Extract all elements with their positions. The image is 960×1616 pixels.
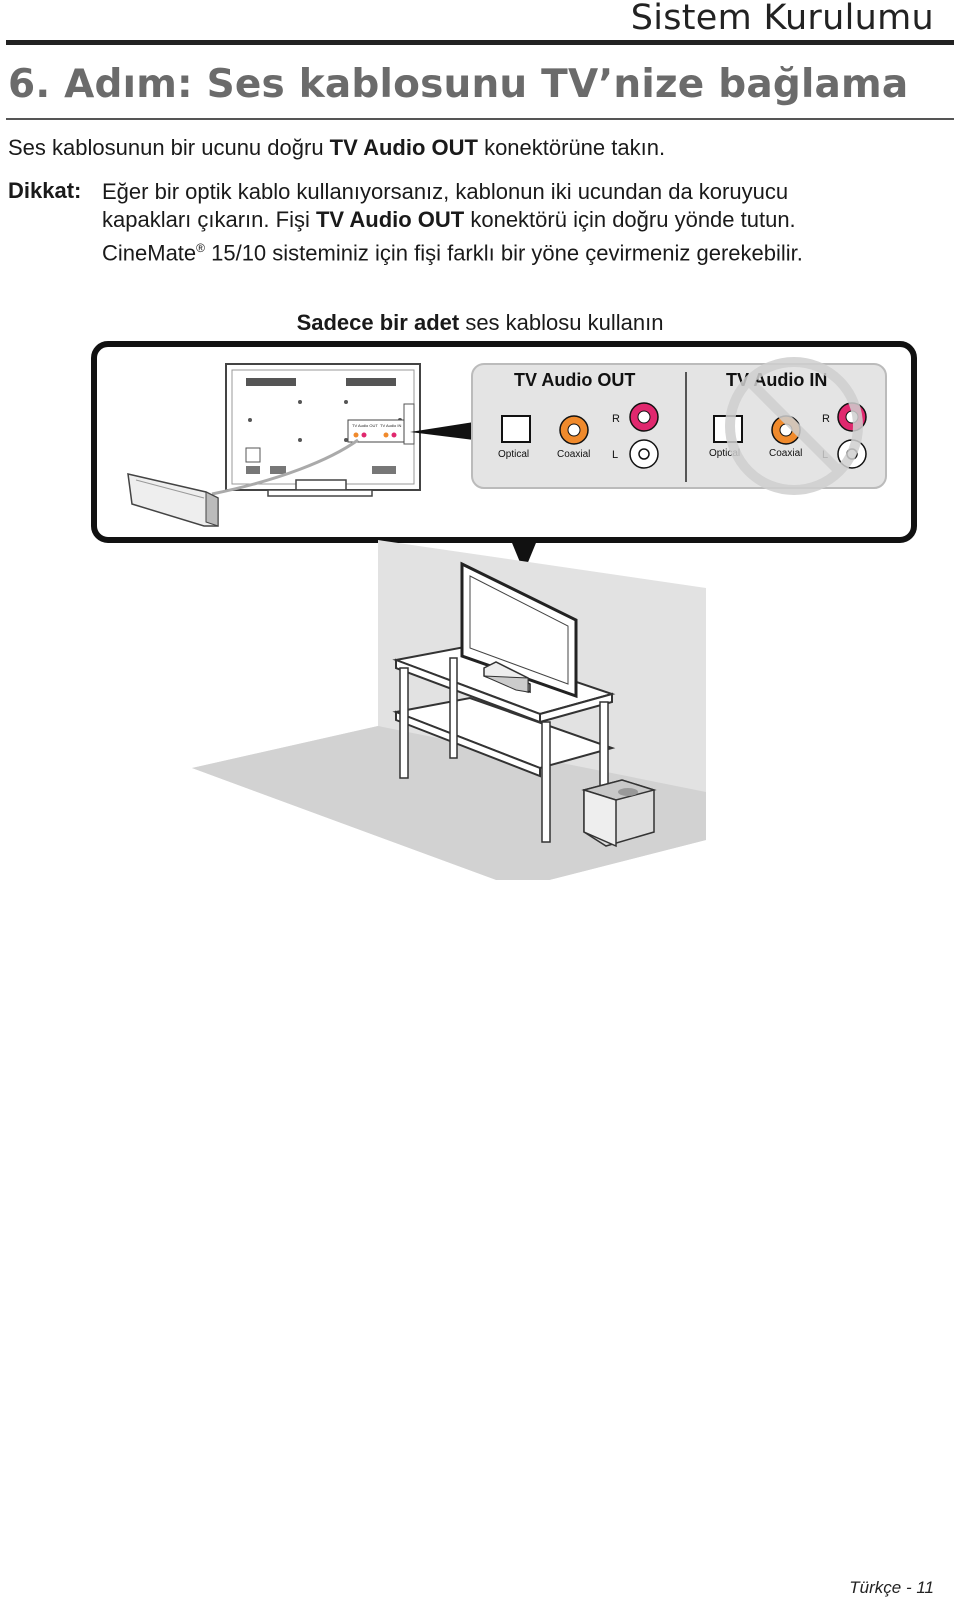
r-in-label: R — [822, 413, 830, 425]
prohibited-icon — [725, 357, 863, 495]
room-scene-illustration — [192, 540, 706, 880]
instruction-after: konektörüne takın. — [477, 135, 666, 160]
step-title: 6. Adım: Ses kablosunu TV’nize bağlama — [8, 62, 909, 107]
note-line-1: Eğer bir optik kablo kullanıyorsanız, ka… — [102, 179, 789, 204]
tv-back-illustration: TV Audio OUT TV Audio IN — [211, 363, 474, 497]
header-divider — [6, 40, 954, 45]
tv-audio-out-label: TV Audio OUT — [514, 370, 635, 390]
instruction-text: Ses kablosunun bir ucunu doğru TV Audio … — [8, 135, 665, 161]
optical-in-label: Optical — [709, 448, 740, 459]
coaxial-in-label: Coaxial — [769, 448, 802, 459]
r-out-label: R — [612, 413, 620, 425]
note-line-2: kapakları çıkarın. Fişi TV Audio OUT kon… — [102, 206, 942, 234]
caption-rest: ses kablosu kullanın — [459, 310, 664, 335]
connection-diagram: TV Audio OUT TV Audio IN TV Audio OUT TV… — [91, 341, 917, 880]
instruction-before: Ses kablosunun bir ucunu doğru — [8, 135, 330, 160]
note-line-3: CineMate® 15/10 sisteminiz için fişi far… — [102, 234, 942, 267]
speaker-illustration — [483, 661, 529, 694]
step-divider — [6, 118, 954, 120]
note-label: Dikkat: — [8, 178, 82, 203]
audio-connector-panel: TV Audio OUT TV Audio IN Optical Coaxial… — [471, 357, 887, 495]
bass-module-illustration — [581, 779, 657, 848]
diagram-caption: Sadece bir adet ses kablosu kullanın — [0, 310, 960, 336]
note-line-3-before: CineMate — [102, 240, 197, 266]
note-line-3-after: 15/10 sisteminiz için fişi farklı bir yö… — [205, 240, 803, 266]
note-body: Eğer bir optik kablo kullanıyorsanız, ka… — [102, 178, 942, 267]
note-line-2-after: konektörü için doğru yönde tutun. — [464, 207, 796, 232]
soundbar-illustration — [127, 473, 219, 527]
page-number: Türkçe - 11 — [849, 1578, 934, 1597]
l-out-label: L — [612, 449, 618, 461]
caption-bold: Sadece bir adet — [296, 310, 460, 335]
note-line-2-before: kapakları çıkarın. Fişi — [102, 207, 316, 232]
coaxial-out-label: Coaxial — [557, 449, 590, 460]
optical-out-port — [501, 415, 531, 443]
mini-out-label: TV Audio OUT — [352, 423, 378, 428]
callout-pointer — [510, 538, 538, 572]
optical-out-label: Optical — [498, 449, 529, 460]
mini-in-label: TV Audio IN — [380, 423, 401, 428]
registered-mark: ® — [196, 241, 205, 255]
instruction-bold: TV Audio OUT — [329, 135, 478, 160]
note-line-2-bold: TV Audio OUT — [315, 207, 465, 232]
section-title: Sistem Kurulumu — [630, 0, 934, 38]
